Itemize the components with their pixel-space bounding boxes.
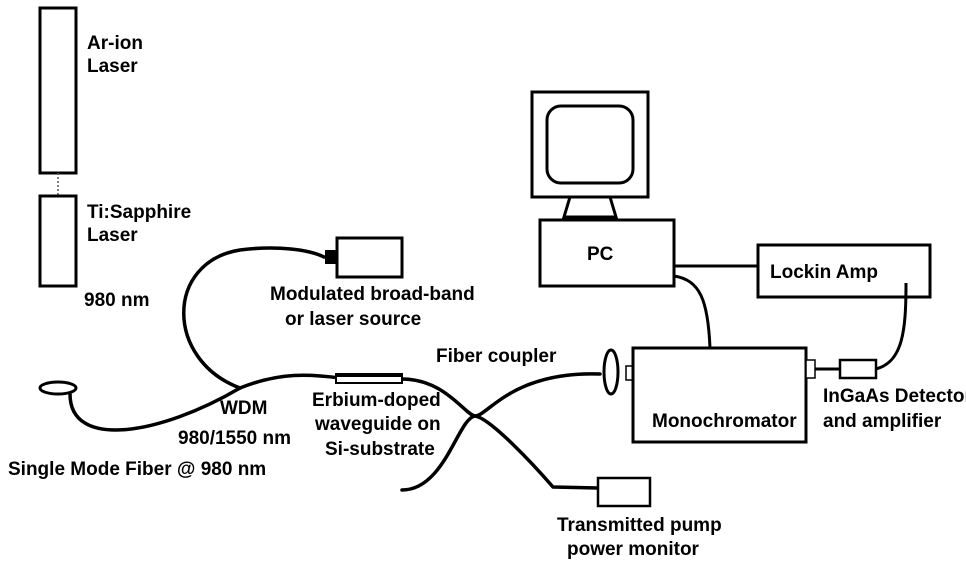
source-label-1: Modulated broad-band	[270, 284, 475, 305]
lens-icon	[602, 348, 620, 396]
ar-laser-label-1: Ar-ion	[87, 33, 143, 54]
monitor-label-1: Transmitted pump	[557, 515, 722, 536]
modulated-source-box	[335, 236, 404, 279]
pc-mono-cable	[673, 274, 712, 349]
detector-box	[838, 358, 878, 380]
pc-box	[538, 218, 676, 288]
wdm-label-2: 980/1550 nm	[178, 428, 291, 449]
coupler-unused-output	[400, 414, 477, 492]
coupler-label: Fiber coupler	[436, 346, 557, 367]
monitor-stand	[561, 195, 619, 219]
ar-laser-label-2: Laser	[87, 56, 138, 77]
source-label-2: or laser source	[285, 309, 421, 330]
wavelength-label: 980 nm	[84, 290, 149, 311]
ti-sapphire-laser-box	[38, 194, 78, 288]
lockin-amp-box	[756, 243, 932, 299]
monitor-label-2: power monitor	[567, 539, 700, 560]
detector-lockin-cable	[875, 282, 908, 371]
coupler-to-monitor-fiber	[473, 414, 600, 490]
source-fiber	[182, 246, 326, 390]
waveguide-label-2: waveguide on	[314, 414, 441, 435]
waveguide-label-1: Erbium-doped	[312, 390, 441, 411]
waveguide-label-3: Si-substrate	[325, 439, 435, 460]
power-monitor-box	[596, 476, 652, 508]
lockin-label: Lockin Amp	[770, 262, 878, 283]
fiber-coil-icon	[38, 380, 78, 396]
pump-fiber	[68, 386, 242, 432]
source-connector	[325, 250, 337, 264]
waveguide-layer	[336, 374, 402, 377]
mono-output-port	[805, 359, 816, 379]
detector-label-1: InGaAs Detector	[823, 386, 966, 407]
detector-label-2: and amplifier	[823, 411, 942, 432]
monitor-screen	[545, 104, 635, 185]
wdm-label-1: WDM	[220, 398, 267, 419]
monochromator-box	[631, 346, 808, 444]
ti-laser-label-1: Ti:Sapphire	[87, 202, 191, 223]
mono-label: Monochromator	[652, 411, 797, 432]
ar-ion-laser-box	[38, 6, 78, 175]
fiber-label: Single Mode Fiber @ 980 nm	[8, 459, 266, 480]
ti-laser-label-2: Laser	[87, 225, 138, 246]
pc-label: PC	[587, 244, 614, 265]
fiber-to-waveguide	[238, 373, 342, 390]
